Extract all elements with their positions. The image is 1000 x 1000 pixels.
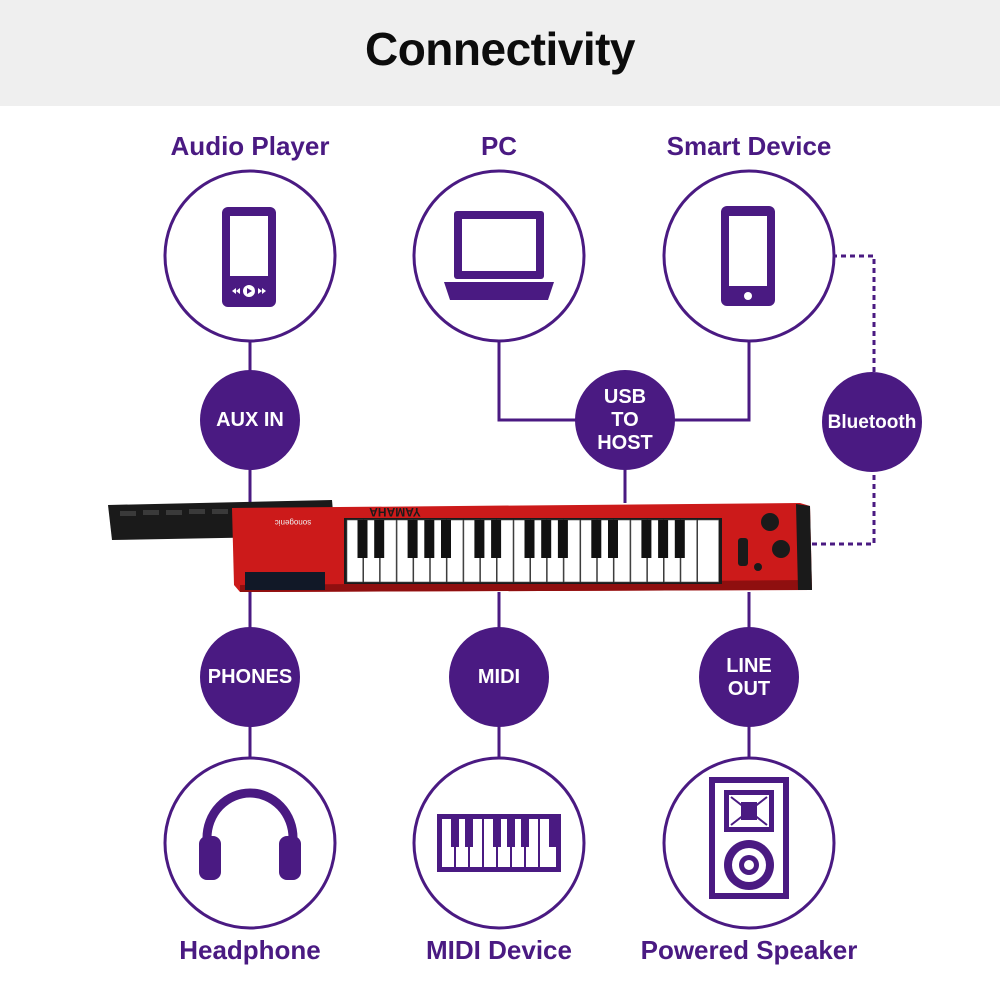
keytar-model: sonogenic <box>275 518 311 527</box>
volume-knob <box>761 513 779 531</box>
audio-player-label: Audio Player <box>170 131 330 161</box>
aux-in-label: AUX IN <box>216 409 284 431</box>
slider-control <box>738 538 748 566</box>
line-out-line1: LINE <box>726 655 772 677</box>
aux-in-badge <box>200 370 300 470</box>
phones-badge <box>200 627 300 727</box>
audio-player-icon <box>222 207 276 307</box>
pc-label: PC <box>480 131 518 161</box>
page-title: Connectivity <box>364 23 636 75</box>
headphone-circle <box>163 756 337 930</box>
powered-speaker-label: Powered Speaker <box>640 935 858 965</box>
midi-badge <box>449 627 549 727</box>
tone-knob <box>772 540 790 558</box>
smartphone-icon <box>721 206 775 306</box>
headphone-label: Headphone <box>179 935 321 965</box>
keytar-brand: YAMAHA <box>369 505 421 519</box>
line-out-line2: OUT <box>727 678 771 700</box>
midi-device-label: MIDI Device <box>426 935 572 965</box>
keytar-black-keys <box>357 520 685 558</box>
usb-to-host-line1: USB <box>603 386 647 408</box>
header-bar: Connectivity <box>0 0 1000 106</box>
usb-to-host-badge <box>575 370 675 470</box>
bluetooth-dashed-line <box>812 254 876 546</box>
midi-label: MIDI <box>477 666 521 688</box>
bluetooth-badge <box>822 372 922 472</box>
phones-label: PHONES <box>207 666 293 688</box>
speaker-icon <box>709 777 789 899</box>
line-out-badge <box>699 627 799 727</box>
headphones-icon <box>199 788 301 880</box>
usb-to-host-line3: HOST <box>597 432 653 454</box>
usb-to-host-label: USB TO HOST <box>575 386 675 455</box>
smart-device-label: Smart Device <box>666 131 832 161</box>
keytar-image: YAMAHA sonogenic <box>108 500 812 592</box>
bluetooth-label: Bluetooth <box>827 412 917 433</box>
laptop-icon <box>444 211 554 300</box>
usb-to-host-line2: TO <box>611 409 639 431</box>
midi-keyboard-icon <box>437 814 561 872</box>
line-out-label: LINE OUT <box>699 655 799 701</box>
